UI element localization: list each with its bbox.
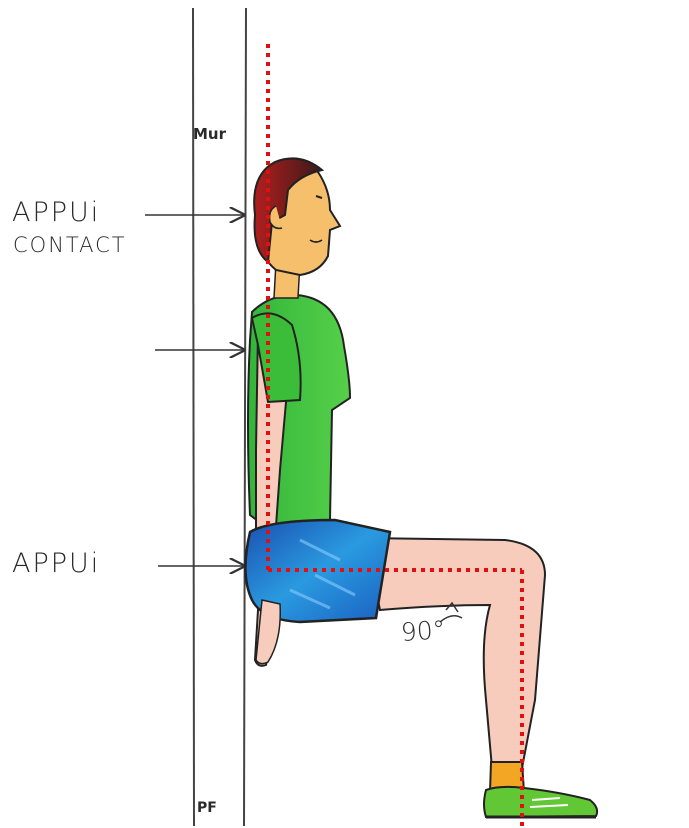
head-support-label: APPUi xyxy=(12,199,100,226)
wall-label: Mur xyxy=(193,127,226,142)
shoe xyxy=(484,787,597,817)
wall-line-inner xyxy=(244,8,246,826)
knee-angle-label: 90° xyxy=(400,617,446,645)
contact-label: CONTACT xyxy=(13,235,127,256)
floor-label: PF xyxy=(197,801,217,815)
leg xyxy=(365,538,545,768)
seat-support-label: APPUi xyxy=(12,550,100,577)
